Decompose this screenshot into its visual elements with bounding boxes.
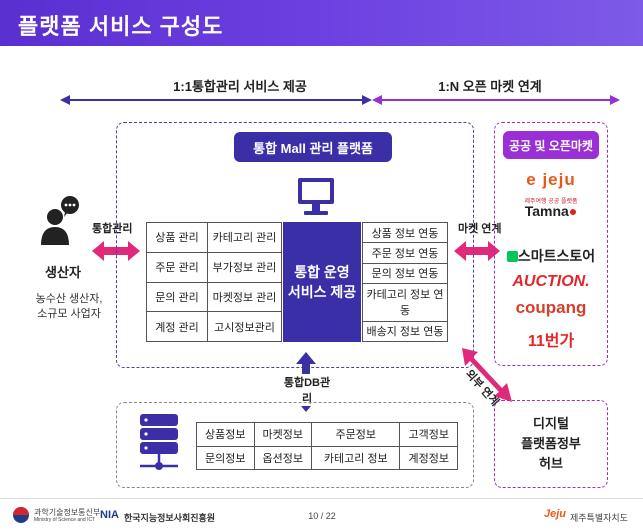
page-title: 플랫폼 서비스 구성도 [18,14,224,39]
hub-line-2: 플랫폼정부 [521,436,581,451]
header-bar: 플랫폼 서비스 구성도 [0,0,643,46]
sync-functions-table: 상품 정보 연동 주문 정보 연동 문의 정보 연동 카테고리 정보 연동 배송… [362,221,448,343]
external-link-arrow [462,348,512,402]
market-title: 공공 및 오픈마켓 [503,131,599,159]
core-service-block: 통합 운영 서비스 제공 [283,222,361,342]
table-cell: 상품정보 [196,422,255,447]
ministry-name-en: Ministry of Science and ICT [34,517,96,523]
table-cell: 부가정보 관리 [207,251,282,283]
table-cell: 고시정보관리 [207,311,282,342]
table-row: 상품 정보 연동 [362,221,448,244]
table-cell: 계정정보 [399,445,458,470]
db-box [116,402,474,488]
auction-logo: AUCTION. [512,273,590,290]
coupang-logo: coupang [515,298,587,317]
table-row: 상품 관리 카테고리 관리 [146,222,282,253]
producer-desc-2: 소규모 사업자 [37,308,101,320]
table-cell: 상품 정보 연동 [362,221,448,244]
table-cell: 카테고리 정보 연동 [362,283,448,322]
nia-name: 한국지능정보사회진흥원 [124,513,216,523]
tamna-logo: Tamna● [505,203,597,219]
table-cell: 계정 관리 [146,311,208,342]
integrated-mgmt-label: 통합관리 [92,223,133,235]
page-number: 10 / 22 [308,511,336,521]
table-row: 문의 정보 연동 [362,262,448,285]
nia-logo: NIA [100,509,119,521]
producer-desc-1: 농수산 생산자, [35,293,103,305]
table-row: 카테고리 정보 연동 [362,283,448,322]
market-double-arrow [454,241,500,261]
hub-title: 디지털 플랫폼정부 허브 [494,414,608,474]
ejeju-logo: e jeju [526,170,576,189]
naver-n-icon [506,251,518,262]
table-cell: 카테고리 정보 [311,445,401,470]
table-cell: 문의 정보 연동 [362,262,448,285]
db-mgmt-label: 통합DB관리 [280,374,334,406]
table-cell: 주문정보 [311,422,401,447]
table-row: 배송지 정보 연동 [362,320,448,343]
table-cell: 문의 관리 [146,281,208,313]
market-box [494,122,608,366]
tamna-text: Tamna [524,203,569,219]
db-info-table: 상품정보 마켓정보 주문정보 고객정보 문의정보 옵션정보 카테고리 정보 계정… [196,422,458,470]
smartstore-text: 스마트스토어 [517,248,596,264]
table-row: 문의정보 옵션정보 카테고리 정보 계정정보 [196,445,458,470]
producer-title: 생산자 [45,265,81,280]
11st-logo: 11번가 [527,333,575,350]
mall-functions-table: 상품 관리 카테고리 관리 주문 관리 부가정보 관리 문의 관리 마켓정보 관… [146,222,282,342]
hub-box [494,400,608,488]
table-row: 주문 정보 연동 [362,242,448,264]
table-cell: 주문 관리 [146,251,208,283]
government-emblem-icon [13,507,29,523]
table-cell: 상품 관리 [146,222,208,253]
hub-line-1: 디지털 [533,416,569,431]
table-cell: 옵션정보 [253,445,313,470]
database-server-icon [140,414,178,470]
table-cell: 주문 정보 연동 [362,242,448,264]
table-cell: 문의정보 [196,445,255,470]
table-cell: 마켓정보 [253,422,313,447]
table-row: 상품정보 마켓정보 주문정보 고객정보 [196,422,458,447]
market-link-label: 마켓 연계 [458,223,502,235]
smartstore-logo: 스마트스토어 [505,246,597,266]
table-row: 주문 관리 부가정보 관리 [146,251,282,283]
table-row: 문의 관리 마켓정보 관리 [146,281,282,313]
platform-box [116,122,474,368]
footer-divider [0,498,643,499]
core-line-2: 서비스 제공 [287,284,357,300]
table-cell: 카테고리 관리 [207,222,282,253]
table-cell: 배송지 정보 연동 [362,320,448,343]
producer-icon [41,196,79,245]
table-row: 계정 관리 고시정보관리 [146,311,282,342]
jeju-logo: Jeju [544,508,567,520]
table-cell: 마켓정보 관리 [207,281,282,313]
table-cell: 고객정보 [399,422,458,447]
tamna-mark-icon: ● [568,203,578,219]
section-label-left: 1:1통합관리 서비스 제공 [173,79,307,94]
core-line-1: 통합 운영 [294,264,350,280]
tamna-subtitle: 제주여행 공공 플랫폼 [524,199,578,205]
section-label-right: 1:N 오픈 마켓 연계 [438,79,542,94]
jeju-name: 제주특별자치도 [570,513,628,523]
hub-line-3: 허브 [539,456,563,471]
top-range-arrows [60,95,620,105]
ministry-name: 과학기술정보통신부 [34,508,101,517]
platform-title: 통합 Mall 관리 플랫폼 [234,132,392,162]
monitor-icon [298,178,334,215]
